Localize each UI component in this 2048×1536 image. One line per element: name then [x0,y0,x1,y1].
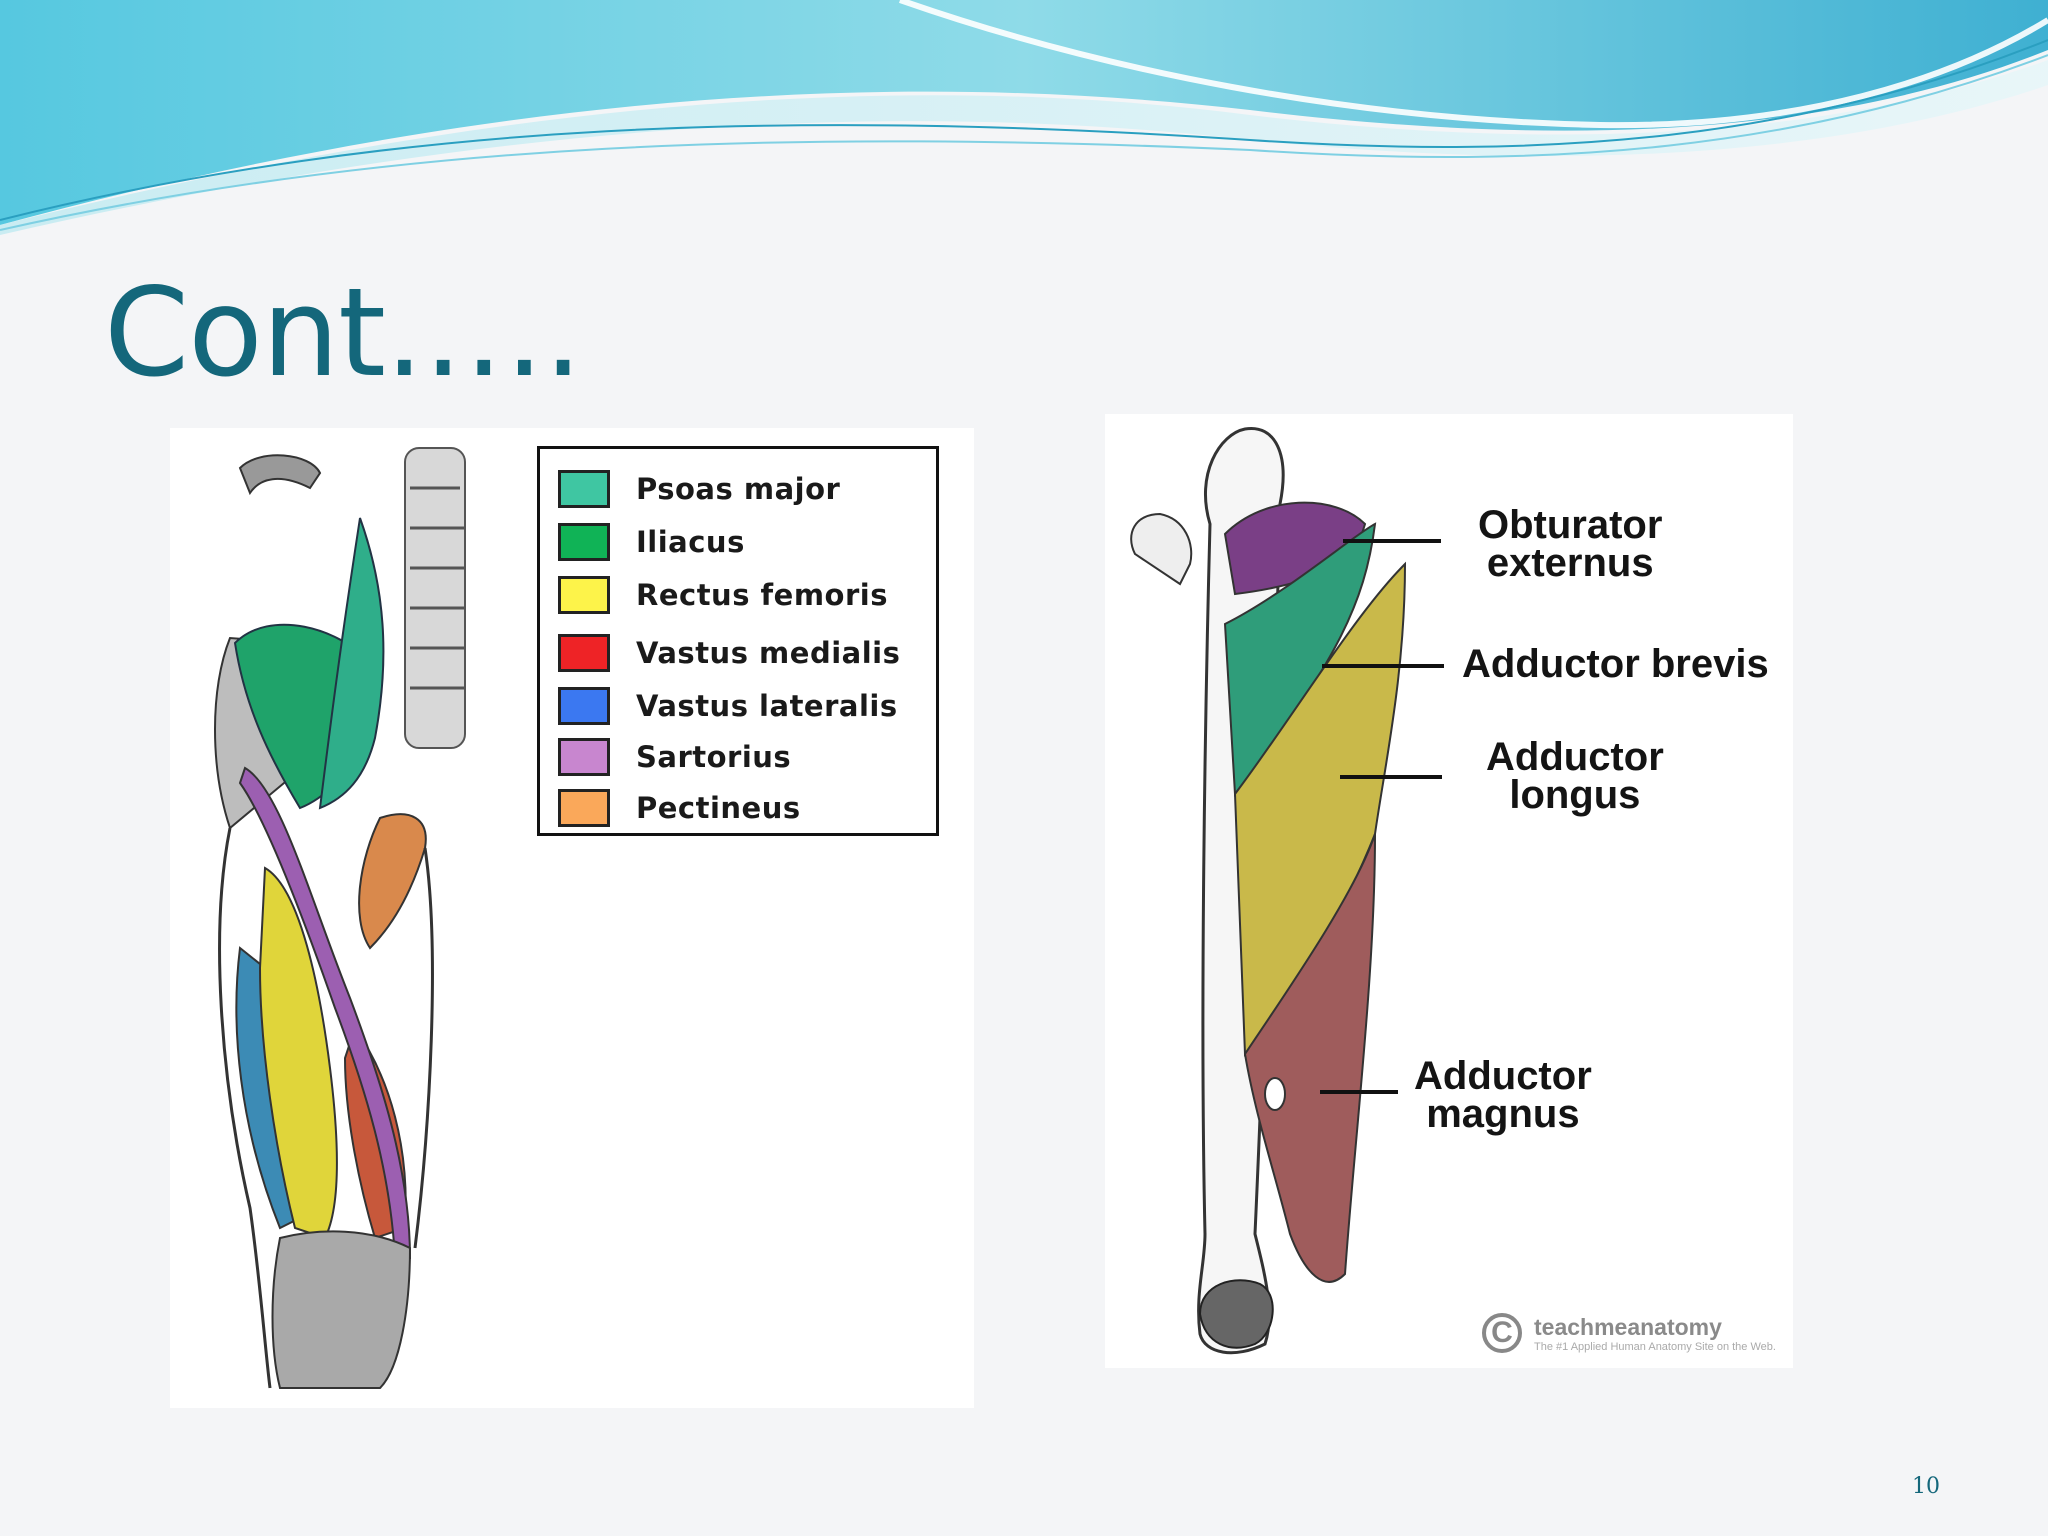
legend-label: Sartorius [636,740,792,774]
legend-swatch [558,634,610,672]
label-line: externus [1486,541,1654,585]
adductor-muscles-figure [1105,414,1793,1368]
legend-item: Sartorius [558,737,791,777]
slide-title: Cont.…. [104,262,583,404]
legend-item: Vastus lateralis [558,686,898,726]
legend-item: Vastus medialis [558,633,900,673]
legend-label: Pectineus [636,791,801,825]
legend-label: Rectus femoris [636,578,888,612]
legend-swatch [558,687,610,725]
legend-swatch [558,576,610,614]
legend-swatch [558,523,610,561]
label-line: Adductor [1414,1054,1592,1098]
label-line: magnus [1426,1092,1580,1136]
label-line: Adductor brevis [1462,642,1769,686]
label-adductor-magnus: Adductor magnus [1414,1054,1592,1136]
header-wave-decoration [0,0,2048,235]
leader-adductor-magnus [1320,1090,1398,1094]
femur-adductors-illustration [1130,426,1407,1355]
label-obturator-externus: Obturator externus [1478,503,1663,585]
legend-swatch [558,789,610,827]
lumbar-spine-illustration [238,447,466,749]
legend-label: Vastus medialis [636,636,901,670]
leader-adductor-longus [1340,775,1442,779]
watermark-text: teachmeanatomy The #1 Applied Human Anat… [1534,1314,1776,1353]
leader-obturator-externus [1343,539,1441,543]
legend-item: Pectineus [558,788,801,828]
legend-item: Psoas major [558,469,840,509]
legend-label: Psoas major [636,472,841,506]
teachmeanatomy-watermark: C teachmeanatomy The #1 Applied Human An… [1482,1313,1776,1353]
leader-adductor-brevis [1322,664,1444,668]
legend-swatch [558,738,610,776]
legend-item: Rectus femoris [558,575,888,615]
label-line: Adductor [1486,735,1664,779]
legend-label: Vastus lateralis [636,689,898,723]
watermark-name: teachmeanatomy [1534,1313,1722,1340]
watermark-tagline: The #1 Applied Human Anatomy Site on the… [1534,1340,1776,1353]
muscle-color-legend: Psoas major Iliacus Rectus femoris Vastu… [537,446,939,836]
label-adductor-longus: Adductor longus [1486,735,1664,817]
copyright-icon: C [1482,1313,1522,1353]
legend-label: Iliacus [636,525,745,559]
legend-item: Iliacus [558,522,745,562]
slide-page-number: 10 [1912,1474,1940,1499]
label-adductor-brevis: Adductor brevis [1462,642,1769,686]
label-line: Obturator [1478,503,1663,547]
anterior-thigh-illustration [214,447,466,1389]
legend-swatch [558,470,610,508]
label-line: longus [1509,773,1641,817]
